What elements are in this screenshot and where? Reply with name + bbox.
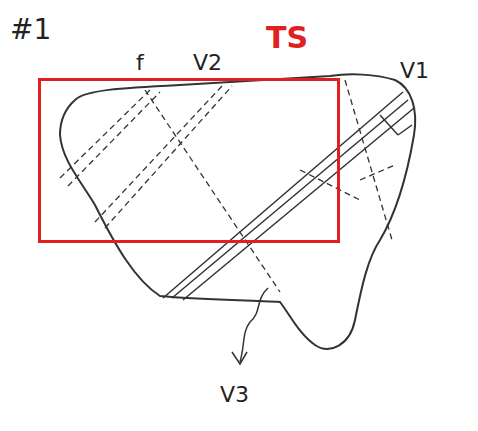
vein-lines <box>163 92 414 300</box>
section-rectangle: TS <box>38 78 340 243</box>
feature-label: V2 <box>193 52 222 74</box>
sample-outline <box>60 74 415 348</box>
dashed-veins <box>60 80 395 292</box>
arrow-head <box>232 352 247 364</box>
section-label: TS <box>266 23 308 53</box>
leader-arrow <box>240 288 268 362</box>
feature-label: V1 <box>400 60 429 82</box>
sample-number: #1 <box>10 16 51 44</box>
feature-label: V3 <box>220 384 249 406</box>
feature-label: f <box>136 52 144 74</box>
